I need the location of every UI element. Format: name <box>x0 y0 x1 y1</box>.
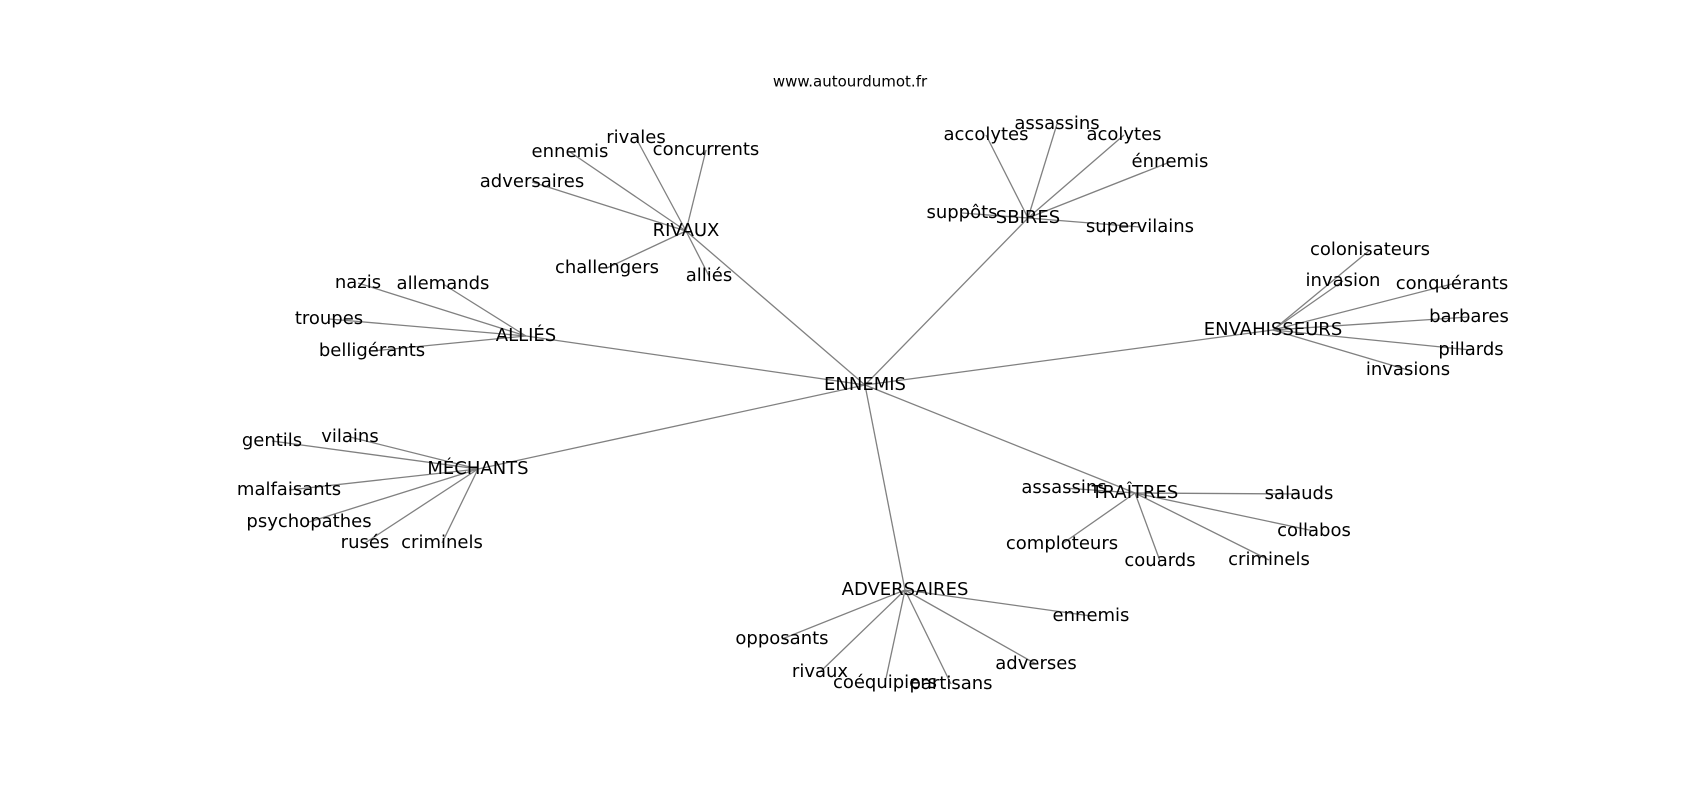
word-node-label: pillards <box>1438 339 1503 360</box>
word-node-label: belligérants <box>319 340 425 361</box>
edge-group-to-word <box>349 436 479 470</box>
root-node-label: ENNEMIS <box>824 374 906 395</box>
edge-group-to-word <box>442 283 527 337</box>
edge-group-to-word <box>288 468 479 491</box>
edge-group-to-word <box>1272 280 1344 331</box>
edge-group-to-word <box>328 318 527 337</box>
word-node-label: ennemis <box>1053 605 1130 626</box>
edge-root-to-group <box>864 384 906 591</box>
word-node-label: nazis <box>335 272 381 293</box>
group-node-label: TRAÎTRES <box>1091 481 1179 503</box>
edge-group-to-word <box>985 134 1029 219</box>
edge-group-to-word <box>308 468 479 523</box>
edge-group-to-word <box>1134 492 1315 532</box>
edge-group-to-word <box>961 212 1029 219</box>
word-node-label: assassins <box>1014 113 1099 134</box>
word-node-label: rivaux <box>792 661 848 682</box>
word-node-label: rusés <box>341 532 390 553</box>
word-node-label: adversaires <box>480 171 584 192</box>
word-node-label: salauds <box>1265 483 1334 504</box>
group-node-label: RIVAUX <box>653 220 720 241</box>
edge-group-to-word <box>1272 329 1472 351</box>
edge-group-to-word <box>271 440 479 470</box>
word-node-label: partisans <box>909 673 992 694</box>
word-node-label: criminels <box>401 532 483 553</box>
edge-root-to-group <box>525 335 866 386</box>
edge-group-to-word <box>531 181 687 232</box>
word-node-label: concurrents <box>653 139 760 160</box>
word-node-label: comploteurs <box>1006 533 1118 554</box>
edge-group-to-word <box>635 137 687 232</box>
word-node-label: challengers <box>555 257 659 278</box>
word-node-label: assassins <box>1021 477 1106 498</box>
edge-group-to-word <box>1272 329 1409 371</box>
word-node-label: supervilains <box>1086 216 1194 237</box>
word-node-label: accolytes <box>944 124 1029 145</box>
word-node-label: adverses <box>995 653 1076 674</box>
group-node-label: MÉCHANTS <box>427 457 528 479</box>
graph-edges <box>271 123 1472 685</box>
edge-root-to-group <box>864 217 1029 386</box>
edge-group-to-word <box>685 230 710 277</box>
word-node-label: barbares <box>1429 306 1509 327</box>
group-node-label: ADVERSAIRES <box>842 579 969 600</box>
edge-group-to-word <box>1061 492 1136 545</box>
edge-group-to-word <box>819 589 906 673</box>
word-node-label: ennemis <box>532 141 609 162</box>
edge-group-to-word <box>1272 316 1470 331</box>
edge-group-to-word <box>1027 161 1171 219</box>
word-node-label: couards <box>1124 550 1195 571</box>
graph-labels: ENNEMISRIVAUXennemisrivalesconcurrentsad… <box>237 113 1509 694</box>
word-node-label: collabos <box>1277 520 1351 541</box>
edge-root-to-group <box>477 384 866 470</box>
group-node-label: ENVAHISSEURS <box>1204 319 1343 340</box>
edge-group-to-word <box>1134 492 1270 561</box>
edge-group-to-word <box>904 589 1037 665</box>
edge-group-to-word <box>904 589 1092 617</box>
word-node-label: énnemis <box>1132 151 1209 172</box>
word-node-label: allemands <box>397 273 490 294</box>
word-node-label: colonisateurs <box>1310 239 1430 260</box>
edge-group-to-word <box>1134 492 1300 495</box>
word-node-label: coéquipiers <box>833 672 937 693</box>
edge-root-to-group <box>864 384 1136 494</box>
edge-group-to-word <box>1272 249 1371 331</box>
group-node-label: ALLIÉS <box>496 324 556 346</box>
group-node-label: SBIRES <box>996 207 1060 228</box>
edge-group-to-word <box>569 151 687 232</box>
word-node-label: conquérants <box>1396 273 1509 294</box>
word-node-label: alliés <box>686 265 733 286</box>
edge-group-to-word <box>1134 492 1161 562</box>
word-node-label: opposants <box>735 628 828 649</box>
edge-group-to-word <box>1063 487 1136 494</box>
edge-group-to-word <box>781 589 906 640</box>
word-node-label: criminels <box>1228 549 1310 570</box>
edge-group-to-word <box>1272 283 1453 331</box>
word-node-label: vilains <box>321 426 378 447</box>
word-node-label: malfaisants <box>237 479 341 500</box>
edge-group-to-word <box>606 230 687 269</box>
edge-root-to-group <box>864 329 1274 386</box>
word-node-label: rivales <box>606 127 666 148</box>
edge-group-to-word <box>904 589 952 685</box>
edge-group-to-word <box>371 335 527 352</box>
word-node-label: gentils <box>242 430 302 451</box>
word-node-label: acolytes <box>1086 124 1161 145</box>
word-node-label: suppôts <box>926 202 997 223</box>
edge-group-to-word <box>884 589 906 684</box>
edge-group-to-word <box>685 149 707 232</box>
word-node-label: invasions <box>1366 359 1450 380</box>
edge-group-to-word <box>364 468 479 544</box>
edge-group-to-word <box>441 468 479 544</box>
source-label: www.autourdumot.fr <box>773 73 928 91</box>
edge-group-to-word <box>357 282 527 337</box>
word-node-label: psychopathes <box>246 511 371 532</box>
word-node-label: invasion <box>1306 270 1381 291</box>
edge-group-to-word <box>1027 134 1125 219</box>
edge-root-to-group <box>685 230 866 386</box>
edge-group-to-word <box>1027 217 1141 228</box>
edge-group-to-word <box>1027 123 1058 219</box>
word-node-label: troupes <box>295 308 363 329</box>
